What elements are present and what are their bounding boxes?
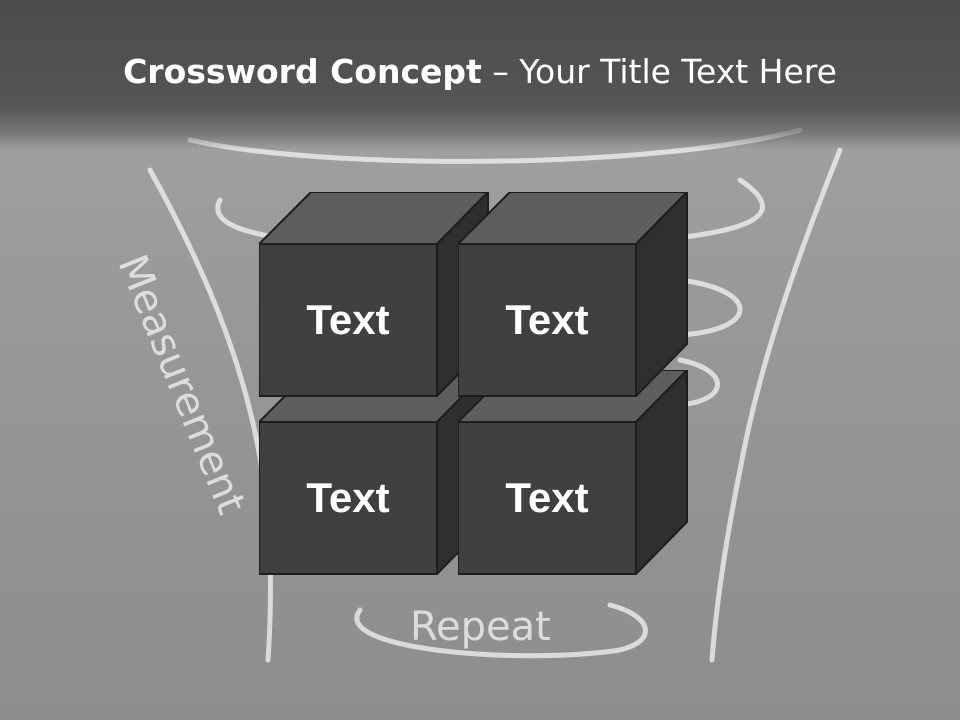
text-block-4[interactable]: Text bbox=[458, 370, 688, 575]
measurement-word: Measurement bbox=[109, 249, 255, 521]
repeat-word: Repeat bbox=[410, 604, 551, 650]
title-rest: – Your Title Text Here bbox=[481, 52, 837, 91]
text-block-3-label: Text bbox=[306, 474, 390, 521]
text-block-2[interactable]: Text bbox=[458, 192, 688, 397]
title-bold: Crossword Concept bbox=[123, 52, 482, 91]
text-block-3[interactable]: Text bbox=[259, 370, 489, 575]
slide-title: Crossword Concept – Your Title Text Here bbox=[0, 52, 960, 91]
text-block-1-label: Text bbox=[306, 296, 390, 343]
text-block-1[interactable]: Text bbox=[259, 192, 489, 397]
text-block-2-label: Text bbox=[505, 296, 589, 343]
title-bar: Crossword Concept – Your Title Text Here bbox=[0, 0, 960, 150]
text-block-4-label: Text bbox=[505, 474, 589, 521]
